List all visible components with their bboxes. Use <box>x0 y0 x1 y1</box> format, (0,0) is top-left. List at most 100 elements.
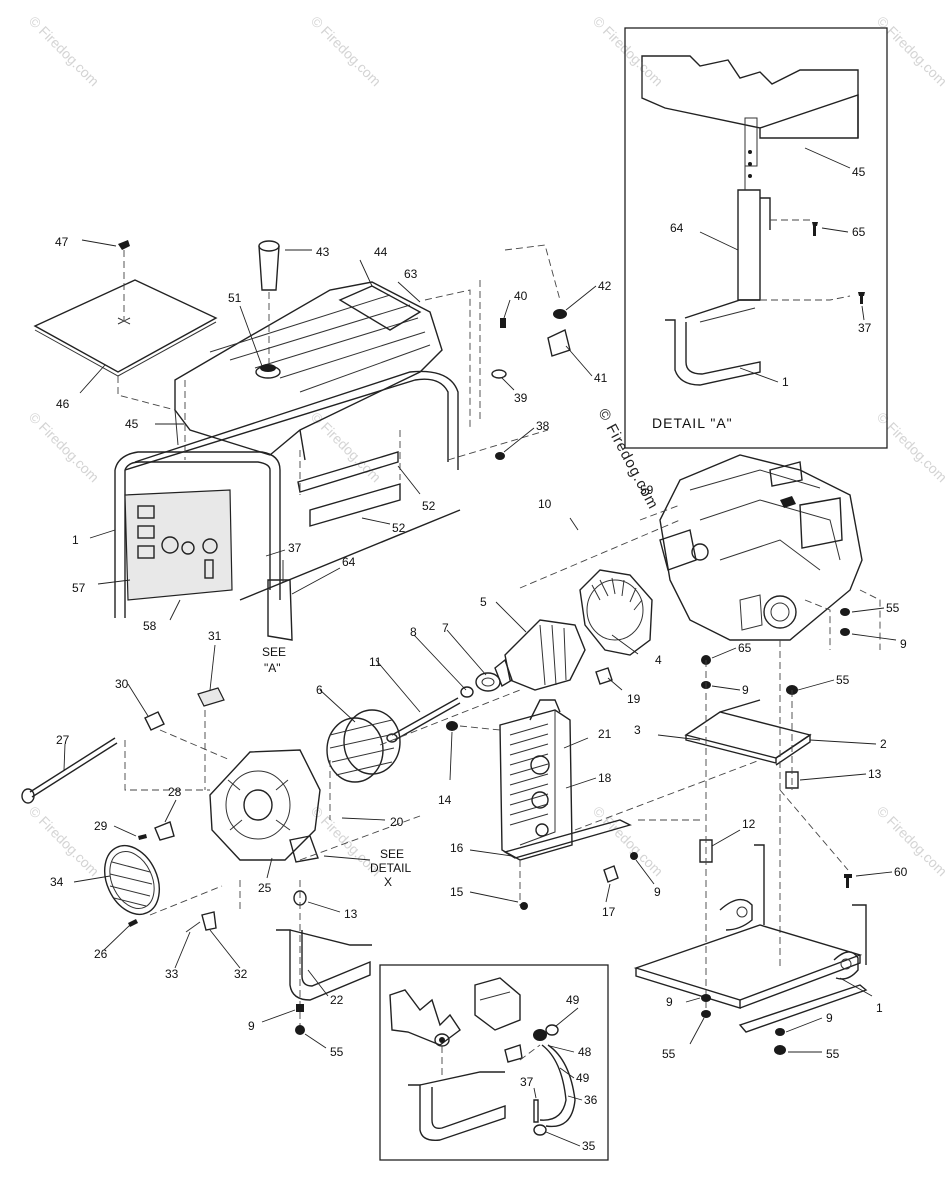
callout-65-right: 65 <box>738 641 752 655</box>
callout-18: 18 <box>598 771 612 785</box>
watermark-text: © Firedog.com <box>874 803 950 879</box>
callout-45-detail: 45 <box>852 165 866 179</box>
callout-26: 26 <box>94 947 108 961</box>
callout-31: 31 <box>208 629 222 643</box>
callout-63: 63 <box>404 267 418 281</box>
callout-43: 43 <box>316 245 330 259</box>
callout-3: 3 <box>634 723 641 737</box>
see-a-line2: "A" <box>264 661 281 675</box>
watermark-text: © Firedog.com <box>26 13 102 89</box>
callout-14: 14 <box>438 793 452 807</box>
callout-28: 28 <box>168 785 182 799</box>
engine-base-assembly: 3 2 13 12 65 9 55 55 9 60 1 9 55 9 55 <box>633 601 908 1061</box>
detail-x-inset: 49 48 49 37 36 35 <box>379 964 609 1161</box>
callout-52-upper: 52 <box>422 499 436 513</box>
callout-38: 38 <box>536 419 550 433</box>
alternator-assembly: 4 5 8 7 6 11 19 31 30 27 28 29 34 25 26 … <box>21 569 662 981</box>
callout-8: 8 <box>410 625 417 639</box>
callout-29: 29 <box>94 819 108 833</box>
callout-13-right: 13 <box>868 767 882 781</box>
callout-21: 21 <box>598 727 612 741</box>
callout-64-frame: 64 <box>342 555 356 569</box>
callout-1-base: 1 <box>876 1001 883 1015</box>
callout-27: 27 <box>56 733 70 747</box>
left-foot-assembly: 13 22 9 55 <box>248 880 372 1059</box>
engine-assembly: 59 <box>519 454 881 650</box>
callout-58: 58 <box>143 619 157 633</box>
callout-45: 45 <box>125 417 139 431</box>
watermark-text: © Firedog.com <box>308 13 384 89</box>
callout-42: 42 <box>598 279 612 293</box>
callout-9-right-a: 9 <box>742 683 749 697</box>
callout-59: 59 <box>640 483 654 497</box>
callout-55-right-a: 55 <box>836 673 850 687</box>
callout-9-mid: 9 <box>654 885 661 899</box>
callout-33: 33 <box>165 967 179 981</box>
callout-57: 57 <box>72 581 86 595</box>
callout-22: 22 <box>330 993 344 1007</box>
callout-9-left: 9 <box>248 1019 255 1033</box>
callout-20: 20 <box>390 815 404 829</box>
callout-7: 7 <box>442 621 449 635</box>
callout-6: 6 <box>316 683 323 697</box>
callout-12: 12 <box>742 817 756 831</box>
callout-51: 51 <box>228 291 242 305</box>
callout-55-base-right: 55 <box>826 1047 840 1061</box>
callout-49-upper: 49 <box>566 993 580 1007</box>
callout-36: 36 <box>584 1093 598 1107</box>
callout-11: 11 <box>369 655 382 669</box>
callout-52-lower: 52 <box>392 521 406 535</box>
callout-9-base-left: 9 <box>666 995 673 1009</box>
see-detail-x-line2: DETAIL <box>370 861 411 875</box>
watermarks: © Firedog.com © Firedog.com © Firedog.co… <box>26 13 950 879</box>
callout-17: 17 <box>602 905 616 919</box>
callout-41: 41 <box>594 371 608 385</box>
callout-1-detail: 1 <box>782 375 789 389</box>
callout-64-detail: 64 <box>670 221 684 235</box>
callout-9-base-right: 9 <box>826 1011 833 1025</box>
callout-1-frame: 1 <box>72 533 79 547</box>
callout-37-detail: 37 <box>858 321 872 335</box>
callout-37-frame: 37 <box>288 541 302 555</box>
callout-35: 35 <box>582 1139 596 1153</box>
outlet-box-assembly: 21 18 14 16 15 17 9 <box>438 699 761 919</box>
callout-40: 40 <box>514 289 528 303</box>
watermark-text: © Firedog.com <box>590 13 666 89</box>
watermark-text: © Firedog.com <box>874 13 950 89</box>
callout-47: 47 <box>55 235 69 249</box>
see-a-line1: SEE <box>262 645 286 659</box>
callout-4: 4 <box>655 653 662 667</box>
callout-37-inset: 37 <box>520 1075 534 1089</box>
watermark-text: © Firedog.com <box>26 803 102 879</box>
callout-16: 16 <box>450 841 464 855</box>
callout-55-base-left: 55 <box>662 1047 676 1061</box>
callout-10: 10 <box>538 497 552 511</box>
callout-44: 44 <box>374 245 388 259</box>
callout-2: 2 <box>880 737 887 751</box>
see-detail-x-line1: SEE <box>380 847 404 861</box>
detail-a-panel: 45 64 65 37 1 DETAIL "A" <box>624 27 888 449</box>
callout-60: 60 <box>894 865 908 879</box>
callout-55-left: 55 <box>330 1045 344 1059</box>
see-detail-x-line3: X <box>384 875 392 889</box>
callout-19: 19 <box>627 692 641 706</box>
callout-34: 34 <box>50 875 64 889</box>
callout-15: 15 <box>450 885 464 899</box>
callout-32: 32 <box>234 967 248 981</box>
detail-a-title: DETAIL "A" <box>652 415 733 431</box>
callout-39: 39 <box>514 391 528 405</box>
callout-9-right-b: 9 <box>900 637 907 651</box>
callout-48: 48 <box>578 1045 592 1059</box>
callout-65-detail: 65 <box>852 225 866 239</box>
callout-30: 30 <box>115 677 129 691</box>
callout-46: 46 <box>56 397 70 411</box>
callout-13-left: 13 <box>344 907 358 921</box>
watermark-text: © Firedog.com <box>590 803 666 879</box>
top-assembly: 47 43 44 63 51 46 45 1 57 58 37 64 52 52… <box>33 235 612 675</box>
callout-5: 5 <box>480 595 487 609</box>
callout-49-lower: 49 <box>576 1071 590 1085</box>
callout-55-right-b: 55 <box>886 601 900 615</box>
watermark-text: © Firedog.com <box>26 409 102 485</box>
watermark-text: © Firedog.com <box>874 409 950 485</box>
